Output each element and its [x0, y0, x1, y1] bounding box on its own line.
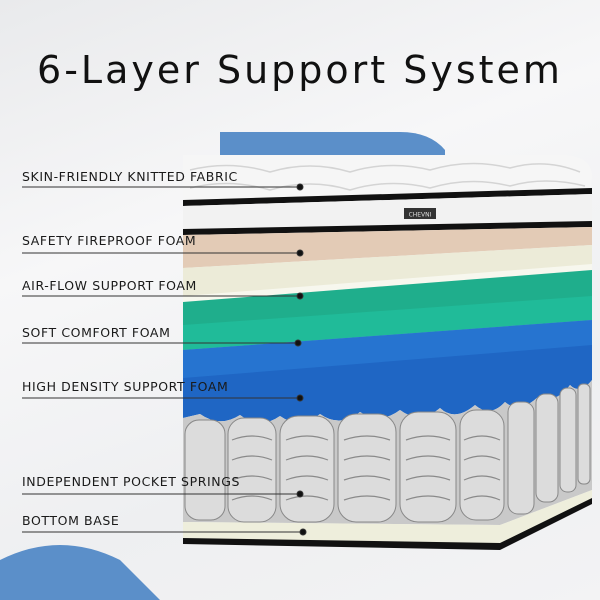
layer-airflow-foam [183, 245, 592, 302]
pointer-lines [22, 183, 307, 536]
label-knitted-fabric: SKIN-FRIENDLY KNITTED FABRIC [22, 169, 238, 184]
label-bottom-base: BOTTOM BASE [22, 513, 120, 528]
layer-bottom-base [183, 490, 592, 545]
brand-tag-text: CHEVNI [409, 212, 432, 219]
label-high-density-foam: HIGH DENSITY SUPPORT FOAM [22, 379, 229, 394]
page-title: 6-Layer Support System [37, 48, 563, 92]
background-blue-shape-bottom [0, 545, 160, 600]
label-pocket-springs: INDEPENDENT POCKET SPRINGS [22, 474, 241, 489]
label-fireproof-foam: SAFETY FIREPROOF FOAM [22, 233, 197, 248]
label-comfort-foam: SOFT COMFORT FOAM [22, 325, 171, 340]
label-airflow-foam: AIR-FLOW SUPPORT FOAM [22, 278, 197, 293]
layer-fireproof-foam [183, 227, 592, 268]
background-blue-shape-top [220, 132, 445, 160]
brand-tag [404, 208, 436, 219]
